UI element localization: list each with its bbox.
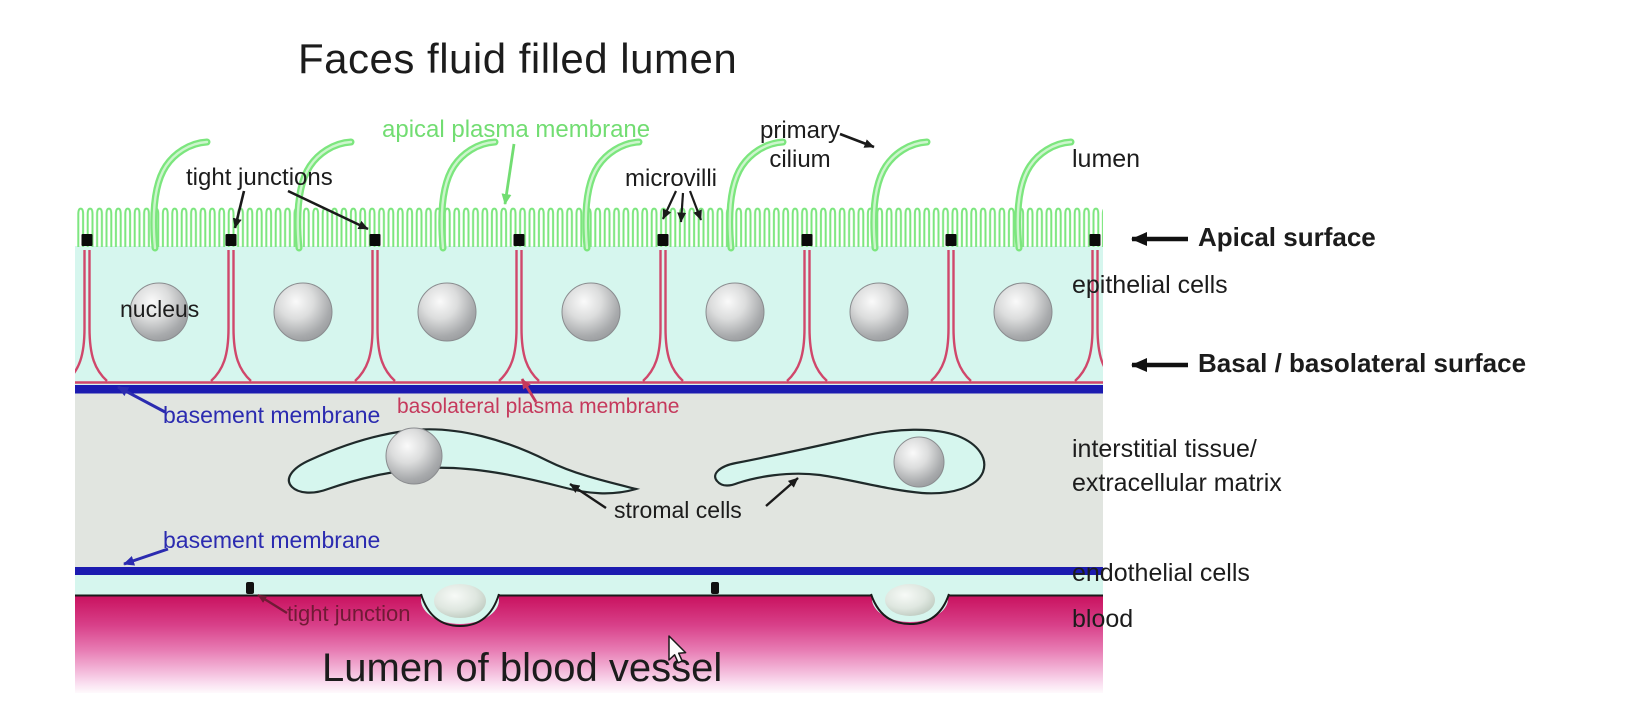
side-label-basal-surface: Basal / basolateral surface	[1198, 348, 1527, 378]
label-basement-membrane-upper: basement membrane	[163, 402, 381, 428]
endothelial-junctions	[246, 582, 719, 594]
side-label-lumen: lumen	[1072, 145, 1141, 173]
stromal-cell-2	[714, 428, 986, 495]
page-title: Faces fluid filled lumen	[298, 35, 738, 82]
label-tight-junctions: tight junctions	[186, 164, 333, 191]
tight-junction-squares	[81, 234, 1101, 246]
basolateral-membranes	[75, 250, 1103, 384]
label-basolateral-plasma-membrane: basolateral plasma membrane	[397, 395, 680, 418]
basement-membrane-lower-bar	[75, 567, 1103, 575]
label-apical-plasma-membrane: apical plasma membrane	[382, 116, 651, 143]
side-label-endothelial-cells: endothelial cells	[1072, 559, 1250, 587]
side-label-interstitial-tissue: interstitial tissue/ extracellular matri…	[1072, 435, 1282, 497]
epithelial-nuclei	[129, 282, 1053, 342]
label-tight-junction: tight junction	[287, 601, 411, 626]
stromal-cell-1	[287, 427, 641, 495]
label-microvilli: microvilli	[625, 165, 717, 192]
primary-cilia	[150, 138, 1075, 252]
side-label-blood: blood	[1072, 605, 1134, 633]
annotation-arrows	[117, 132, 1188, 615]
endothelial-nuclei	[420, 576, 950, 628]
label-primary-cilium: primary cilium	[759, 117, 840, 174]
side-label-epithelial-cells: epithelial cells	[1072, 271, 1228, 299]
endothelial-band	[75, 575, 1103, 596]
basement-membrane-upper-bar	[75, 385, 1103, 394]
label-lumen-of-blood-vessel: Lumen of blood vessel	[322, 646, 723, 690]
side-label-apical-surface: Apical surface	[1198, 222, 1376, 252]
label-basement-membrane-lower: basement membrane	[163, 527, 381, 553]
mouse-cursor	[668, 635, 687, 664]
label-stromal-cells: stromal cells	[614, 497, 742, 523]
label-nucleus: nucleus	[120, 296, 200, 322]
